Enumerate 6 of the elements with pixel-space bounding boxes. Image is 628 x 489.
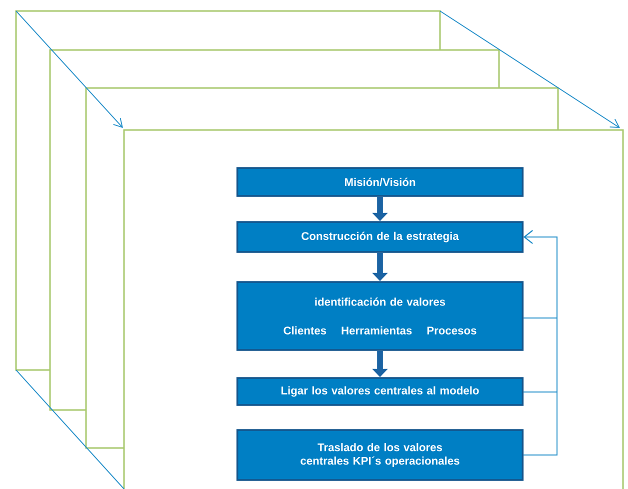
process-box: Misión/Visión [236, 167, 524, 197]
process-box: identificación de valores Clientes Herramientas Procesos [236, 281, 524, 351]
process-box: Ligar los valores centrales al modelo [236, 377, 524, 406]
arrow [523, 230, 558, 456]
process-box: Traslado de los valores centrales KPI´s operacionales [236, 429, 524, 481]
process-box: Construcción de la estrategia [236, 221, 524, 253]
